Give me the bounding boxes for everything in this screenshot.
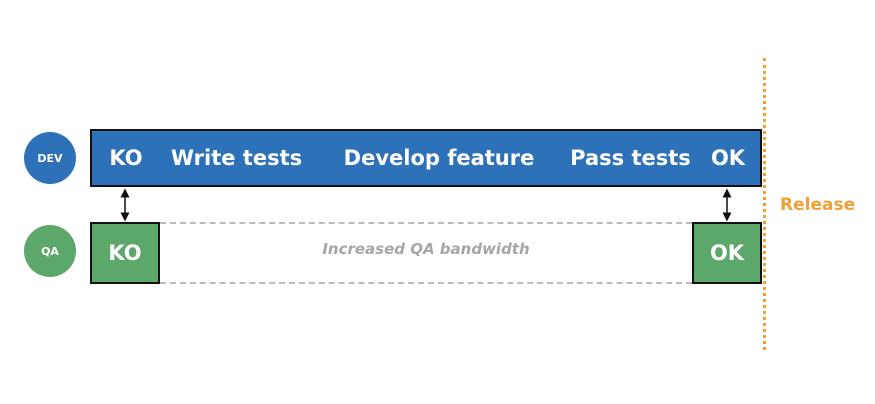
release-label: Release: [780, 195, 856, 215]
release-line: [763, 58, 766, 350]
qa-bandwidth-top-dash: [160, 222, 692, 224]
dev-write-tests-segment: Write tests: [160, 131, 315, 185]
dev-ok-segment: OK: [696, 131, 760, 185]
qa-bandwidth-label: Increased QA bandwidth: [322, 240, 530, 258]
qa-bandwidth-bottom-dash: [160, 282, 692, 284]
dev-pass-tests-segment: Pass tests: [565, 131, 698, 185]
qa-badge: QA: [24, 225, 76, 277]
dev-timeline-row: KO Write tests Develop feature Pass test…: [90, 129, 762, 187]
dev-badge: DEV: [24, 132, 76, 184]
qa-ko-box: KO: [90, 222, 160, 284]
dev-develop-feature-segment: Develop feature: [313, 131, 567, 185]
qa-ok-box: OK: [692, 222, 762, 284]
